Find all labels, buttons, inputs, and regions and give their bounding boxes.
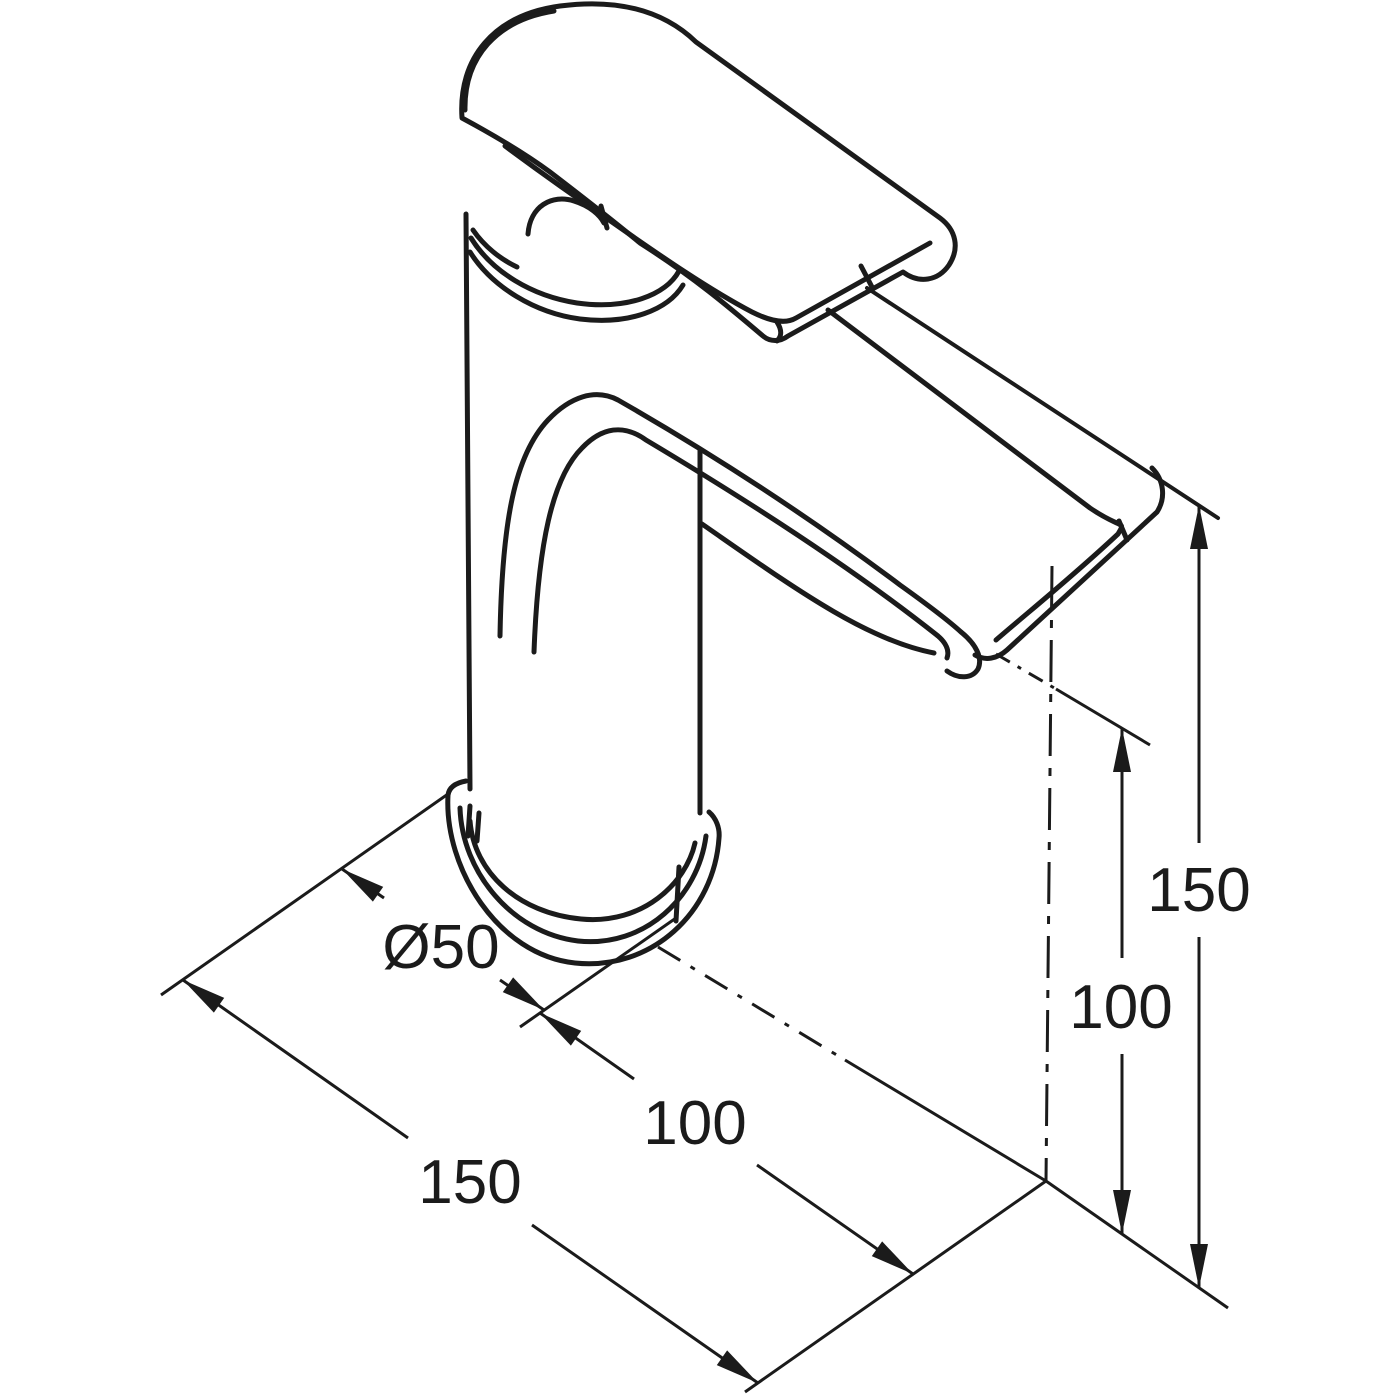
arrow-diameter-nw — [342, 869, 384, 902]
handle-outline — [459, 1, 958, 343]
collar-arc-partial — [470, 227, 520, 270]
spout-endface-outer — [972, 465, 1166, 661]
ext-base-right — [519, 916, 677, 1029]
arrow-depth-se — [716, 1350, 758, 1383]
arrow-diameter-se — [502, 977, 544, 1010]
arrow-projection-nw — [540, 1013, 582, 1046]
dimension-lines — [182, 505, 1201, 1385]
spout-top-far-edge — [865, 286, 1220, 520]
ext-base-diagonal-dashed — [657, 945, 846, 1062]
spout-underside-inner — [531, 427, 951, 661]
handle-chamfer-line — [462, 8, 557, 113]
centerline-vertical — [1044, 565, 1054, 1182]
faucet-outline — [445, 1, 1220, 967]
label-height-lower: 100 — [1069, 973, 1172, 1042]
flange-middle — [457, 805, 709, 945]
handle-inner-line — [502, 143, 933, 324]
arrow-depth-nw — [183, 980, 225, 1013]
flange-left-seam-1 — [465, 803, 473, 839]
body-left-edge — [463, 211, 473, 792]
dimension-labels: Ø50 100 150 100 150 — [382, 856, 1250, 1217]
arrow-projection-se — [871, 1241, 913, 1274]
arrow-height-lower-top — [1113, 728, 1131, 772]
dim-line-bottom-depth — [182, 978, 759, 1385]
collar-arc-lower — [467, 249, 686, 323]
label-bottom-depth: 150 — [418, 1148, 521, 1217]
arrow-height-lower-bottom — [1113, 1190, 1131, 1234]
ext-spout-bottom-dashed — [995, 652, 1057, 691]
collar-arc-upper — [468, 235, 682, 308]
spout-underside-far-edge — [699, 521, 937, 656]
ext-base-diagonal-solid — [844, 1058, 1047, 1183]
arrow-height-total-top — [1190, 505, 1208, 549]
label-height-total: 150 — [1147, 856, 1250, 925]
ext-base-left — [160, 792, 449, 997]
flange-right-seam — [673, 864, 682, 924]
handle-corner-seam — [774, 319, 784, 344]
label-bottom-projection: 100 — [643, 1089, 746, 1158]
handle-endface-seam — [858, 263, 875, 290]
dome-curve — [525, 196, 607, 237]
extension-lines — [160, 565, 1229, 1394]
ext-corner-left — [744, 1179, 1047, 1394]
arrow-height-total-bottom — [1190, 1244, 1208, 1288]
spout-endface-seam — [1116, 518, 1130, 543]
ext-spout-bottom-solid — [1055, 687, 1151, 747]
label-base-diameter: Ø50 — [382, 913, 499, 982]
flange-left-seam-2 — [474, 810, 482, 844]
dimension-arrowheads — [183, 505, 1208, 1383]
spout-top-near-edge — [825, 307, 1124, 643]
spout-underside-outer — [497, 392, 983, 680]
